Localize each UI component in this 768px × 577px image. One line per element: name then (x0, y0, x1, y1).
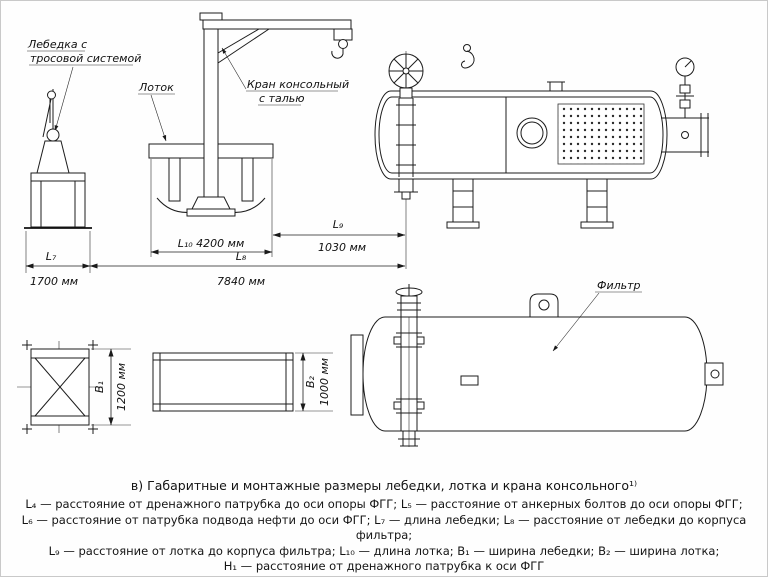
crane-hook (331, 48, 344, 59)
filter-callout: Фильтр (552, 279, 642, 352)
drain-nozzle (398, 178, 414, 193)
legend-line-3: L₉ — расстояние от лотка до корпуса филь… (48, 543, 720, 558)
dimension-l10: L₁₀ 4200 мм (150, 159, 273, 257)
filter-side-view (350, 284, 724, 447)
dim-l9-name: L₉ (333, 218, 344, 231)
crane-pulley (338, 39, 348, 49)
dimension-b2: B₂ 1000 мм (295, 352, 333, 412)
crane-label-line2: с талью (259, 92, 304, 105)
legend-line-1: L₄ — расстояние от дренажного патрубка д… (25, 497, 743, 511)
winch-callout: Лебедка с тросовой системой (27, 38, 141, 132)
figure-caption: в) Габаритные и монтажные размеры лебедк… (130, 478, 638, 493)
dim-b2-name: B₂ (304, 375, 317, 388)
dim-b1-name: B₁ (93, 381, 106, 393)
anchor-bolt-marks (22, 340, 98, 434)
crane-callout: Кран консольный с талью (221, 47, 349, 106)
tray-plan-view (152, 352, 294, 412)
dimension-l7-l8: L₇ 1700 мм L₈ 7840 мм (25, 231, 406, 288)
dim-b2-value: 1000 мм (318, 358, 331, 406)
filter-shell (362, 316, 708, 432)
filter-label: Фильтр (597, 279, 641, 292)
dimension-b1: B₁ 1200 мм (91, 348, 131, 426)
dim-l7-name: L₇ (46, 250, 57, 263)
dimension-l9: L₉ 1030 мм (272, 218, 406, 254)
hook-icon (461, 50, 475, 69)
tray-leader-line (150, 94, 167, 142)
legend-block: L₄ — расстояние от дренажного патрубка д… (1, 497, 767, 575)
winch-leader-line (54, 66, 74, 132)
dim-b1-value: 1200 мм (115, 363, 128, 411)
dim-l7-value: 1700 мм (30, 275, 78, 288)
perforated-plate (557, 103, 645, 165)
winch-front-view (24, 89, 92, 229)
crane-side-view (186, 12, 353, 217)
technical-drawing: Лебедка с тросовой системой (17, 12, 724, 447)
winch-label-line1: Лебедка с (27, 38, 87, 51)
crane-label-line1: Кран консольный (247, 78, 349, 91)
legend-line-2: L₆ — расстояние от патрубка подвода нефт… (21, 512, 747, 543)
filter-vessel-side-view (374, 44, 709, 269)
tray-label: Лоток (138, 81, 174, 94)
legend-line-4: H₁ — расстояние от дренажного патрубка к… (223, 559, 545, 573)
dim-l9-value: 1030 мм (318, 241, 366, 254)
winch-plan-view (17, 340, 103, 434)
tray-callout: Лоток (138, 81, 175, 142)
dim-l10-label: L₁₀ 4200 мм (178, 237, 245, 250)
dim-l8-name: L₈ (236, 250, 247, 263)
dim-l8-value: 7840 мм (217, 275, 265, 288)
winch-label-line2: тросовой системой (30, 52, 141, 65)
crane-leader-line (221, 47, 247, 90)
filter-leader-line (552, 292, 600, 352)
